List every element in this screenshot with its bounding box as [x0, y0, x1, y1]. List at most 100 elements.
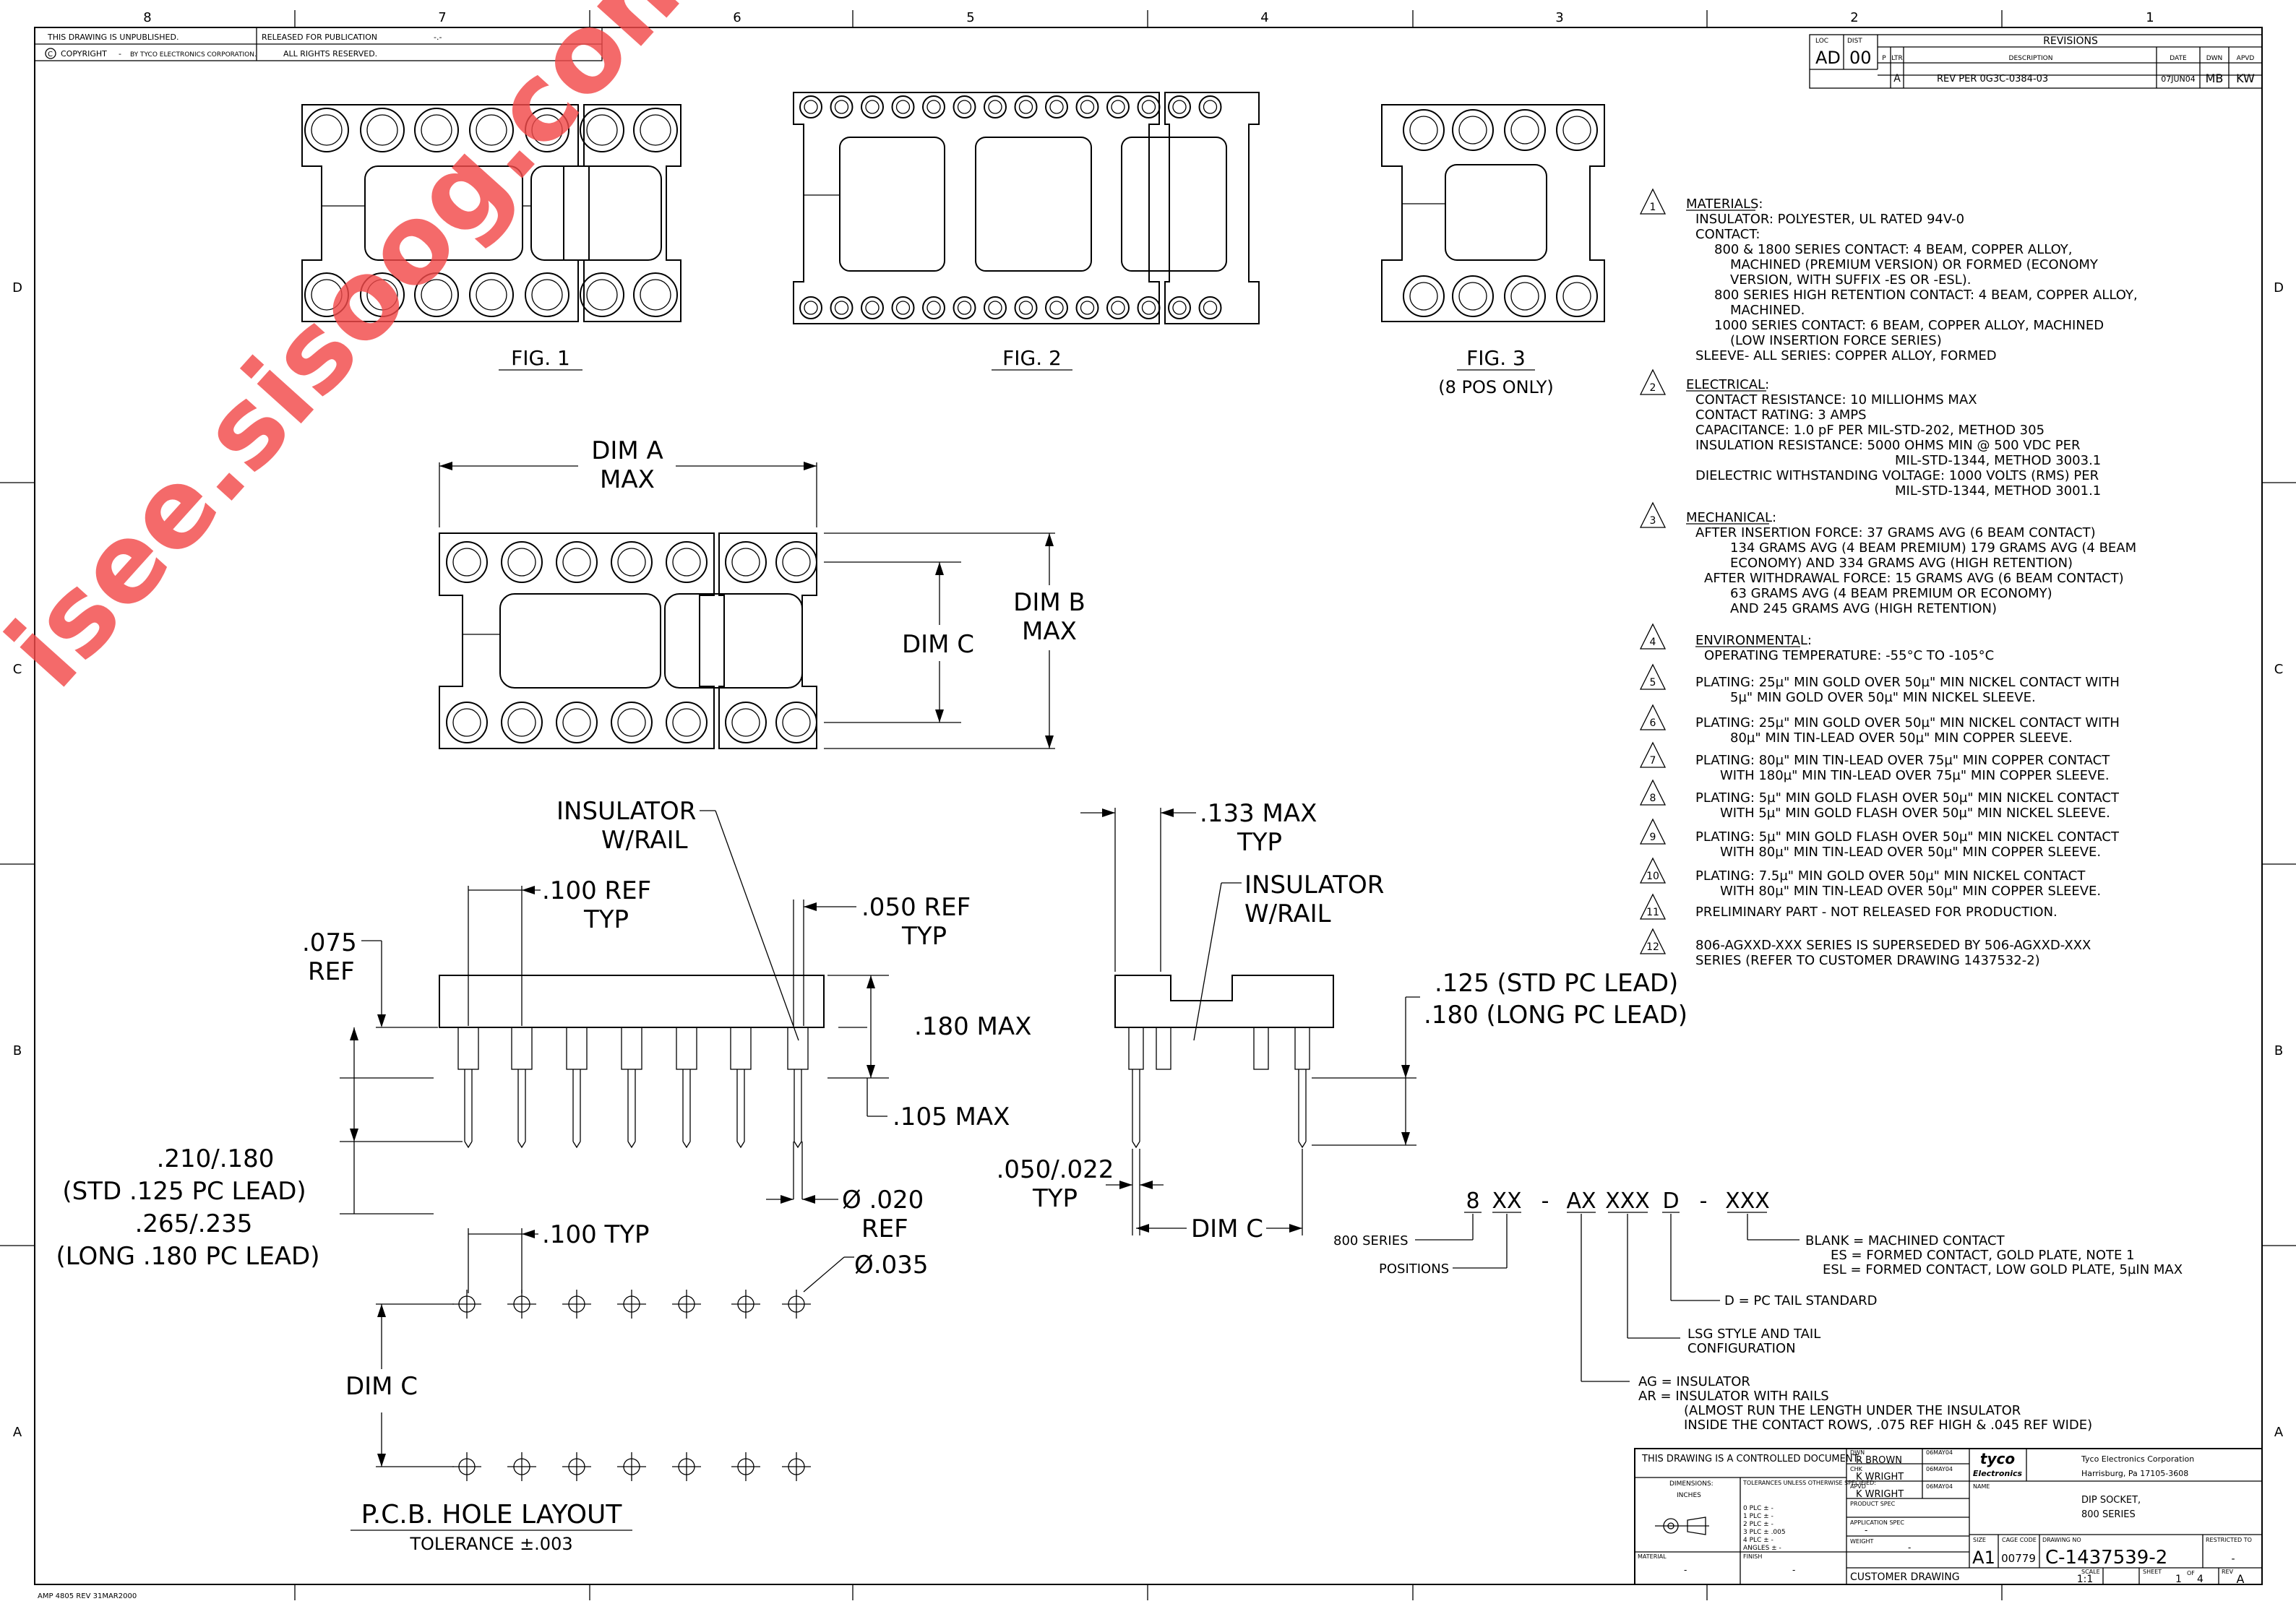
contact-hole-inner — [1409, 282, 1438, 311]
rev-col-apvd: APVD — [2237, 55, 2255, 62]
note-flag-icon — [1639, 704, 1667, 730]
insulator2-label: INSULATOR — [1244, 871, 1384, 900]
contact-hole — [830, 95, 854, 118]
contact-hole — [1504, 109, 1546, 151]
tb-apvd-name: K WRIGHT — [1856, 1489, 1904, 1500]
note-flag-icon — [1639, 741, 1667, 768]
note4-line1: ENVIRONMENTAL: — [1695, 633, 1812, 648]
contact-hole — [446, 541, 488, 583]
note-flag-icon — [1639, 368, 1667, 395]
note-flag-number: 4 — [1650, 637, 1656, 648]
contact-hole — [891, 296, 915, 319]
note-flag-icon — [1639, 501, 1667, 528]
title-block: THIS DRAWING IS A CONTROLLED DOCUMENT. D… — [1634, 1448, 2263, 1586]
note8-line1: PLATING: 5µ" MIN GOLD FLASH OVER 50µ" MI… — [1695, 790, 2120, 806]
insulator-rail-label: W/RAIL — [601, 826, 688, 855]
contact-hole-inner — [1203, 301, 1218, 315]
tb-dwn-name: R BROWN — [1856, 1455, 1902, 1466]
note2-line7: DIELECTRIC WITHSTANDING VOLTAGE: 1000 VO… — [1695, 468, 2099, 483]
tb-name-label: NAME — [1973, 1483, 1990, 1490]
contact-hole — [1168, 95, 1191, 118]
rev-col-date: DATE — [2170, 55, 2187, 62]
contact-hole-inner — [1458, 282, 1487, 311]
fig3-contact-holes — [1403, 109, 1598, 317]
note-flag-icon — [1639, 893, 1667, 920]
zone-top-5: 5 — [966, 10, 974, 25]
contact-hole — [1168, 296, 1191, 319]
note12-line1: 806-AGXXD-XXX SERIES IS SUPERSEDED BY 50… — [1695, 938, 2091, 953]
lead-long-dim: .265/.235 — [135, 1209, 253, 1238]
fig1-label: FIG. 1 — [511, 346, 570, 370]
contact-hole-inner — [865, 301, 880, 315]
tb-controlled: THIS DRAWING IS A CONTROLLED DOCUMENT. — [1641, 1454, 1860, 1464]
note4-line2: OPERATING TEMPERATURE: -55°C TO -105°C — [1704, 648, 1994, 663]
contact-hole-inner — [895, 100, 911, 114]
note1-line4: 800 & 1800 SERIES CONTACT: 4 BEAM, COPPE… — [1714, 242, 2073, 257]
contact-hole-inner — [731, 548, 760, 577]
pin-sleeve — [457, 1027, 479, 1070]
contact-hole-inner — [311, 279, 343, 311]
rev-col-desc: DESCRIPTION — [2009, 55, 2053, 62]
contact-hole-inner — [1049, 301, 1064, 315]
note12-line2: SERIES (REFER TO CUSTOMER DRAWING 143753… — [1695, 953, 2040, 968]
note7-line2: WITH 180µ" MIN TIN-LEAD OVER 75µ" MIN CO… — [1720, 768, 2110, 783]
dim-a-max: MAX — [600, 465, 655, 494]
contact-hole — [611, 541, 653, 583]
contact-hole-inner — [507, 548, 536, 577]
lead-long-label: (LONG .180 PC LEAD) — [56, 1242, 319, 1271]
tb-address: Harrisburg, Pa 17105-3608 — [2081, 1469, 2188, 1478]
contact-hole — [304, 108, 349, 152]
contact-hole — [1045, 95, 1068, 118]
contact-hole — [1452, 109, 1494, 151]
contact-hole — [360, 272, 405, 317]
note1-line2: INSULATOR: POLYESTER, UL RATED 94V-0 — [1695, 212, 1964, 227]
contact-hole — [799, 95, 822, 118]
note-flag-icon — [1639, 623, 1667, 650]
pin-tip — [572, 1141, 581, 1149]
contact-hole — [1137, 296, 1161, 319]
ref100-typ: TYP — [583, 905, 629, 934]
contact-hole — [633, 108, 678, 152]
note2-line3: CONTACT RATING: 3 AMPS — [1695, 407, 1867, 423]
tb-sheet: 1 — [2175, 1574, 2182, 1585]
ref075-ref: REF — [308, 957, 355, 986]
contact-hole-inner — [988, 100, 1002, 114]
tb-finish: FINISH — [1743, 1553, 1762, 1560]
tb-restricted: - — [2231, 1553, 2235, 1565]
tb-weight-val: - — [1908, 1543, 1911, 1553]
note5-line2: 5µ" MIN GOLD OVER 50µ" MIN NICKEL SLEEVE… — [1730, 690, 2036, 705]
contact-hole-inner — [617, 548, 646, 577]
fig2-contact-holes — [799, 95, 1222, 319]
contact-hole-inner — [988, 301, 1002, 315]
phi020-label: Ø .020 — [842, 1186, 924, 1215]
note2-line6: MIL-STD-1344, METHOD 3003.1 — [1895, 453, 2101, 468]
tb-app-val: - — [1865, 1525, 1867, 1535]
contact-hole-inner — [1510, 116, 1539, 144]
note1-line7: 800 SERIES HIGH RETENTION CONTACT: 4 BEA… — [1714, 288, 2138, 303]
note1-line5: MACHINED (PREMIUM VERSION) OR FORMED (EC… — [1730, 257, 2099, 272]
std-lead-label: .125 (STD PC LEAD) — [1435, 969, 1678, 998]
fig2-label: FIG. 2 — [1002, 346, 1062, 370]
dist-value: 00 — [1849, 48, 1872, 68]
contact-hole — [1014, 95, 1038, 118]
pin-tip — [794, 1141, 802, 1149]
contact-hole — [633, 272, 678, 317]
copyright-dash: - — [119, 49, 121, 59]
tb-tol-4: 4 PLC ± - — [1743, 1537, 1773, 1544]
note-flag-number: 1 — [1650, 202, 1656, 213]
tb-tol-5: ANGLES ± - — [1743, 1545, 1781, 1552]
contact-hole-inner — [1111, 301, 1125, 315]
pn-xxx2: XXX — [1725, 1189, 1770, 1214]
contact-hole-inner — [640, 279, 671, 311]
note1-line3: CONTACT: — [1695, 227, 1760, 242]
pin-sleeve — [730, 1027, 752, 1070]
note9-line2: WITH 80µ" MIN TIN-LEAD OVER 50µ" MIN COP… — [1720, 845, 2101, 860]
tb-chk-date: 06MAY04 — [1926, 1466, 1953, 1472]
contact-hole — [725, 541, 767, 583]
dim-a-label: DIM A — [591, 436, 663, 465]
contact-hole-inner — [1562, 282, 1591, 311]
fig3-sublabel: (8 POS ONLY) — [1438, 377, 1554, 397]
copyright-text: COPYRIGHT — [61, 49, 107, 59]
max180-label: .180 MAX — [914, 1012, 1031, 1041]
